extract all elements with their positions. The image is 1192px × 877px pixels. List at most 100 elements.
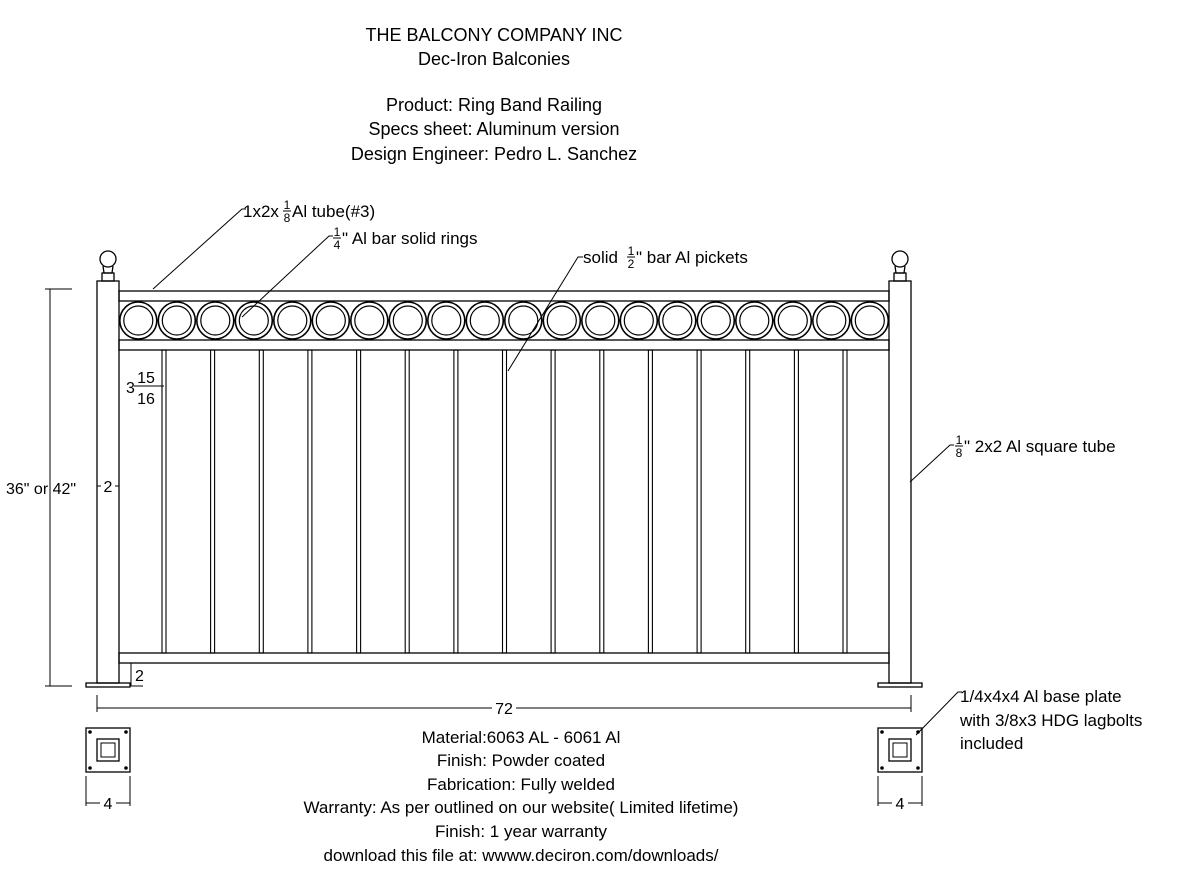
callout-top-rail: 1x2x 1 8 Al tube(#3): [243, 198, 375, 225]
ring-outer: [119, 301, 158, 340]
ring-outer: [465, 301, 505, 340]
height-dim-label: 36" or 42": [6, 481, 76, 498]
ring-band: [119, 301, 890, 340]
band-height-dimension: 3 15 16: [126, 370, 164, 408]
ring-inner: [200, 305, 231, 336]
callout-leaders: [152, 208, 962, 736]
engineer-line: Design Engineer: Pedro L. Sanchez: [351, 144, 637, 164]
callout-post-tube: 1 8 " 2x2 Al square tube: [955, 433, 1116, 460]
top-rail: [118, 290, 890, 302]
ring-outer: [503, 301, 543, 340]
top-rail-label-b: Al tube(#3): [292, 202, 375, 221]
left-post-base: [85, 682, 131, 688]
picket: [647, 349, 653, 654]
plate-left-dim: 4: [104, 796, 113, 813]
ring-inner: [585, 305, 616, 336]
ring-inner: [739, 305, 770, 336]
ring-outer: [542, 301, 582, 340]
top-rail-frac-num: 1: [284, 198, 291, 212]
ring-inner: [700, 305, 731, 336]
ring-inner: [546, 305, 577, 336]
picket: [161, 349, 167, 654]
height-dimension: 36" or 42": [6, 288, 76, 687]
band-height-den: 16: [137, 391, 155, 408]
base-plate-line-3: included: [960, 734, 1023, 753]
title-block: THE BALCONY COMPANY INC Dec-Iron Balconi…: [351, 25, 637, 164]
company-subtitle: Dec-Iron Balconies: [418, 49, 570, 69]
ring-inner: [392, 305, 423, 336]
leader-post-tube: [909, 444, 954, 483]
pickets-label-a: solid: [583, 248, 618, 267]
right-post-tube: [888, 280, 912, 684]
plate-right-dim: 4: [896, 796, 905, 813]
picket: [258, 349, 264, 654]
picket: [599, 349, 605, 654]
picket: [745, 349, 751, 654]
rings-label: " Al bar solid rings: [342, 229, 478, 248]
left-post: [85, 250, 131, 688]
note-download: download this file at: wwww.deciron.com/…: [324, 846, 719, 865]
top-rail-frac-den: 8: [284, 211, 291, 225]
ring-outer: [773, 301, 813, 340]
note-warranty: Warranty: As per outlined on our website…: [304, 798, 739, 817]
leader-base-plate: [915, 691, 962, 736]
ring-inner: [508, 305, 539, 336]
spec-notes: Material:6063 AL - 6061 Al Finish: Powde…: [304, 728, 739, 865]
note-material: Material:6063 AL - 6061 Al: [422, 728, 621, 747]
picket: [404, 349, 410, 654]
picket: [501, 349, 508, 654]
right-post: [877, 250, 923, 688]
picket: [793, 349, 799, 654]
company-name: THE BALCONY COMPANY INC: [365, 25, 622, 45]
ring-inner: [662, 305, 693, 336]
ring-outer: [619, 301, 659, 340]
base-plate-left: 4: [85, 727, 131, 813]
ring-inner: [816, 305, 847, 336]
ring-inner: [123, 305, 154, 336]
note-finish: Finish: Powder coated: [437, 751, 605, 770]
ring-outer: [349, 301, 389, 340]
post-tube-label: " 2x2 Al square tube: [964, 437, 1116, 456]
ring-inner: [777, 305, 808, 336]
length-dimension: 72: [96, 695, 912, 718]
specs-line: Specs sheet: Aluminum version: [368, 119, 619, 139]
bottom-rail: [118, 652, 890, 664]
picket: [550, 349, 556, 654]
ring-outer: [388, 301, 428, 340]
ring-outer: [850, 301, 890, 340]
picket: [453, 349, 459, 654]
right-post-base: [877, 682, 923, 688]
ring-inner: [277, 305, 308, 336]
leader-top-rail: [152, 208, 246, 290]
ring-inner: [354, 305, 385, 336]
ring-band-rail: [118, 339, 890, 351]
ring-inner: [315, 305, 346, 336]
note-fabrication: Fabrication: Fully welded: [427, 775, 615, 794]
ring-outer: [272, 301, 312, 340]
top-rail-label-a: 1x2x: [243, 202, 279, 221]
base-plate-line-2: with 3/8x3 HDG lagbolts: [959, 711, 1142, 730]
left-post-cap: [99, 250, 117, 268]
post-width-label: 2: [104, 479, 113, 496]
bottom-gap-dimension: 2: [130, 663, 144, 687]
ring-inner: [623, 305, 654, 336]
callout-pickets: solid 1 2 " bar Al pickets: [583, 244, 748, 271]
ring-outer: [657, 301, 697, 340]
band-height-num: 15: [137, 370, 155, 387]
product-line: Product: Ring Band Railing: [386, 95, 602, 115]
pickets-label-b: " bar Al pickets: [636, 248, 748, 267]
base-plate-line-1: 1/4x4x4 Al base plate: [960, 687, 1122, 706]
picket: [842, 349, 848, 654]
right-post-cap: [891, 250, 909, 268]
ring-outer: [234, 301, 274, 340]
picket: [210, 349, 216, 654]
band-height-whole: 3: [126, 380, 135, 397]
ring-outer: [734, 301, 774, 340]
post-width-dimension: 2: [97, 479, 119, 496]
pickets-frac-num: 1: [628, 244, 635, 258]
ring-inner: [161, 305, 192, 336]
ring-inner: [854, 305, 885, 336]
ring-outer: [157, 301, 197, 340]
pickets: [161, 349, 848, 654]
